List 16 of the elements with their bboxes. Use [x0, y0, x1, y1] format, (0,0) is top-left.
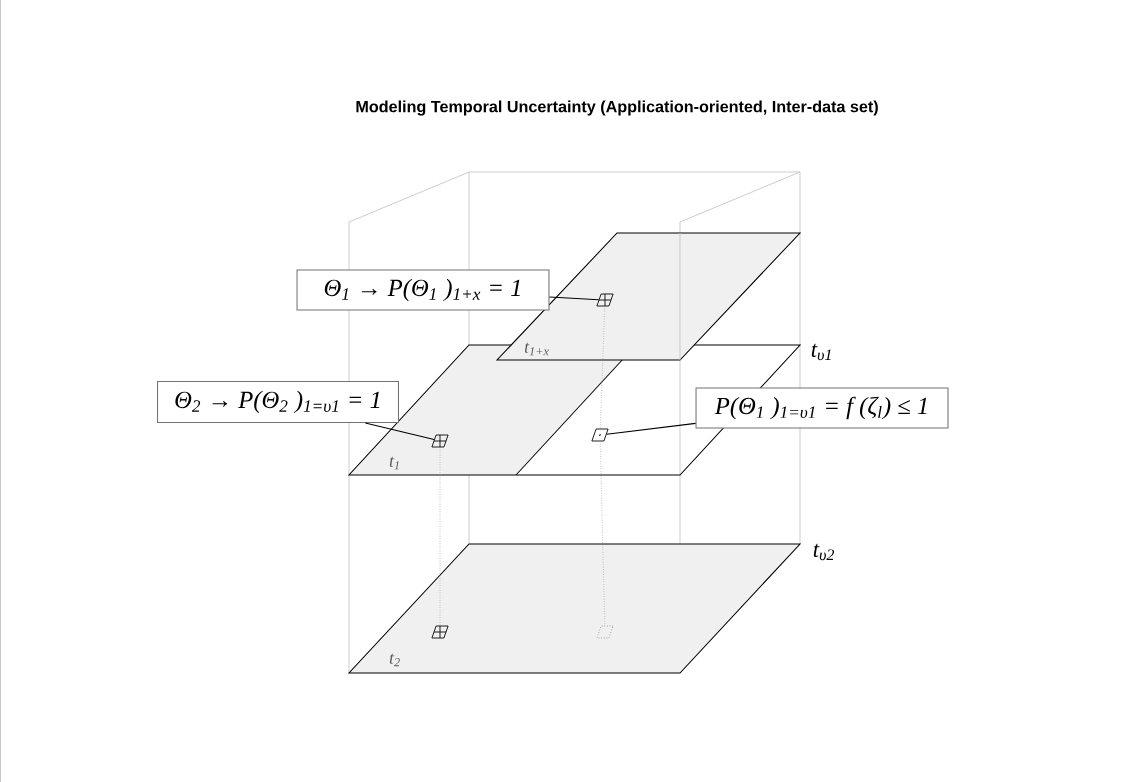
cell-marker [596, 293, 614, 307]
node-label: t$_{υ2}$ [813, 543, 835, 561]
projection-line [599, 306, 606, 429]
formula-box: Θ$_{2}$ → P(Θ$_{2}$ )$_{1=υ1}$ = 1 [157, 381, 399, 424]
cell-marker [431, 625, 449, 639]
projection-line [599, 441, 606, 626]
leader-line [549, 296, 600, 301]
formula-box: Θ$_{1}$ → P(Θ$_{1}$ )$_{1+x}$ = 1 [296, 269, 550, 311]
leader-line [364, 422, 435, 441]
cell-marker [431, 434, 449, 448]
cell-marker [591, 428, 609, 442]
formula-box: P(Θ$_{1}$ )$_{1=υ1}$ = f (ζ$_{l}$) ≤ 1 [695, 387, 949, 429]
node-label: t$_{υ1}$ [811, 343, 831, 361]
title: Modeling Temporal Uncertainty (Application-oriented, Inter-data set) [356, 100, 878, 116]
leader-line [606, 422, 697, 435]
cell-marker [596, 625, 614, 639]
